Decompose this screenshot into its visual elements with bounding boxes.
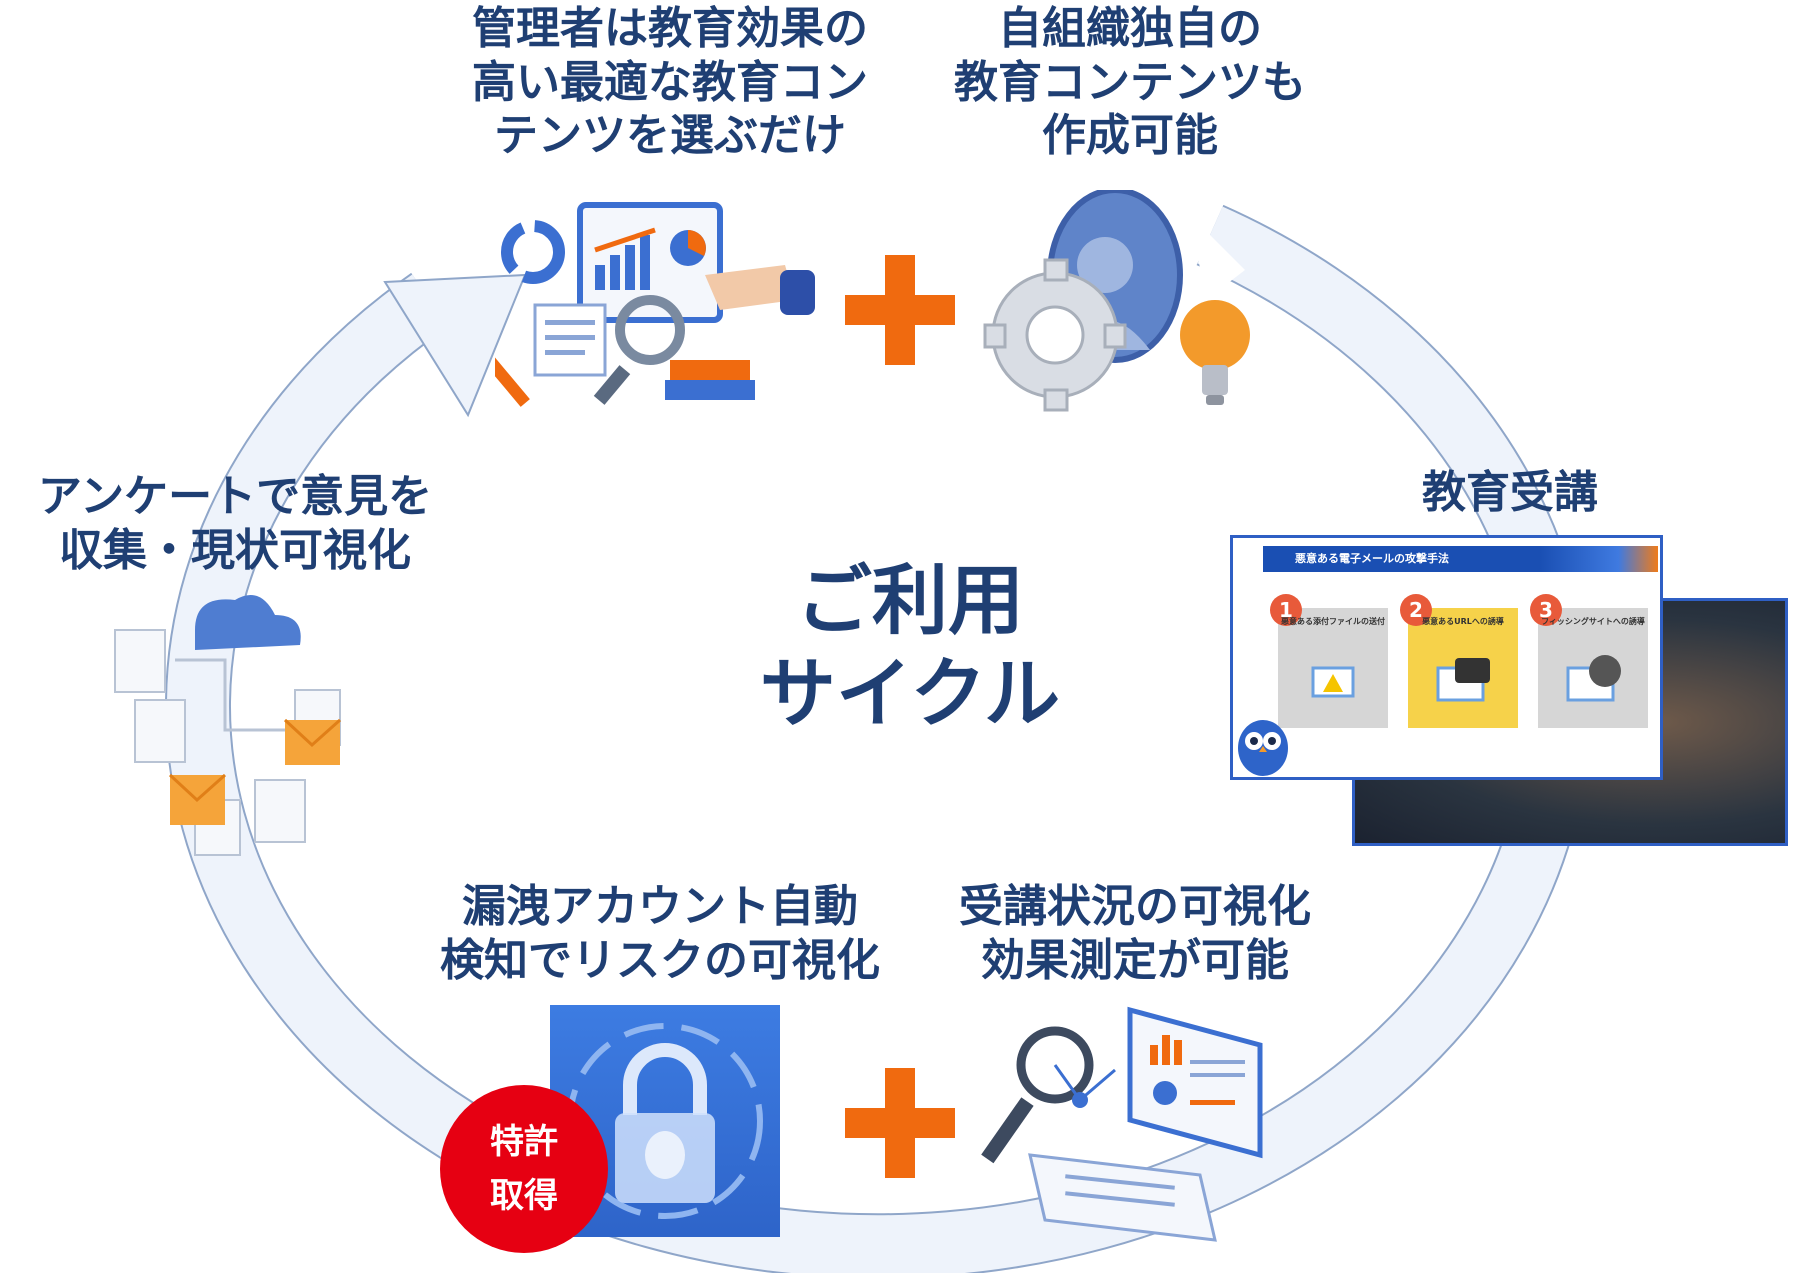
dashboard-selection-icon (495, 202, 815, 407)
step-line: テンツを選ぶだけ (494, 110, 846, 162)
step-line: 作成可能 (1042, 110, 1218, 162)
skull-message-icon (1436, 658, 1490, 702)
phishing-site-icon (1566, 655, 1621, 702)
step-line: 検知でリスクの可視化 (440, 934, 880, 986)
card-title: 悪意ある添付ファイルの送付 (1281, 617, 1385, 626)
step-leak-detection: 漏洩アカウント自動 検知でリスクの可視化 (420, 880, 900, 987)
step-line: 受講状況の可視化 (959, 881, 1311, 932)
step-select-content: 管理者は教育効果の 高い最適な教育コン テンツを選ぶだけ (430, 2, 910, 163)
cycle-title-line: ご利用 (796, 556, 1024, 645)
cycle-title: ご利用 サイクル (680, 555, 1140, 740)
gear-person-bulb-icon (983, 190, 1250, 412)
slide-card: 3 フィッシングサイトへの誘導 (1530, 594, 1648, 728)
card-number: 1 (1270, 594, 1302, 626)
card-number: 2 (1400, 594, 1432, 626)
badge-line-2: 取得 (490, 1176, 558, 1216)
patent-badge: 特許 取得 (440, 1085, 608, 1253)
analytics-report-icon (981, 1006, 1263, 1242)
step-line: 管理者は教育効果の (472, 3, 868, 54)
step-line: 効果測定が可能 (981, 934, 1289, 986)
step-line: 漏洩アカウント自動 (462, 881, 858, 932)
step-line: アンケートで意見を (37, 471, 433, 522)
slide-header: 悪意ある電子メールの攻撃手法 (1263, 546, 1658, 572)
badge-line-1: 特許 (490, 1121, 558, 1162)
step-create-content: 自組織独自の 教育コンテンツも 作成可能 (915, 2, 1345, 163)
plus-icon (845, 1068, 955, 1178)
warning-icon (1311, 666, 1355, 698)
step-line: 教育受講 (1422, 467, 1598, 518)
plus-icon (845, 255, 955, 365)
slide-card: 2 悪意あるURLへの誘導 (1400, 594, 1518, 728)
card-title: 悪意あるURLへの誘導 (1422, 617, 1504, 626)
step-line: 自組織独自の (998, 3, 1262, 54)
step-line: 高い最適な教育コン (472, 56, 868, 108)
owl-mascot-icon (1238, 720, 1288, 776)
cycle-title-line: サイクル (759, 648, 1061, 738)
card-title: フィッシングサイトへの誘導 (1541, 617, 1645, 626)
training-slide: 悪意ある電子メールの攻撃手法 1 悪意ある添付ファイルの送付 2 悪意あるURL… (1230, 535, 1663, 780)
slide-card: 1 悪意ある添付ファイルの送付 (1270, 594, 1388, 728)
card-number: 3 (1530, 594, 1562, 626)
step-line: 教育コンテンツも (954, 56, 1306, 108)
step-visualize-progress: 受講状況の可視化 効果測定が可能 (925, 880, 1345, 987)
step-line: 収集・現状可視化 (59, 524, 411, 576)
step-survey: アンケートで意見を 収集・現状可視化 (0, 470, 470, 577)
cloud-survey-icon (114, 595, 341, 856)
step-training: 教育受講 (1390, 466, 1630, 520)
